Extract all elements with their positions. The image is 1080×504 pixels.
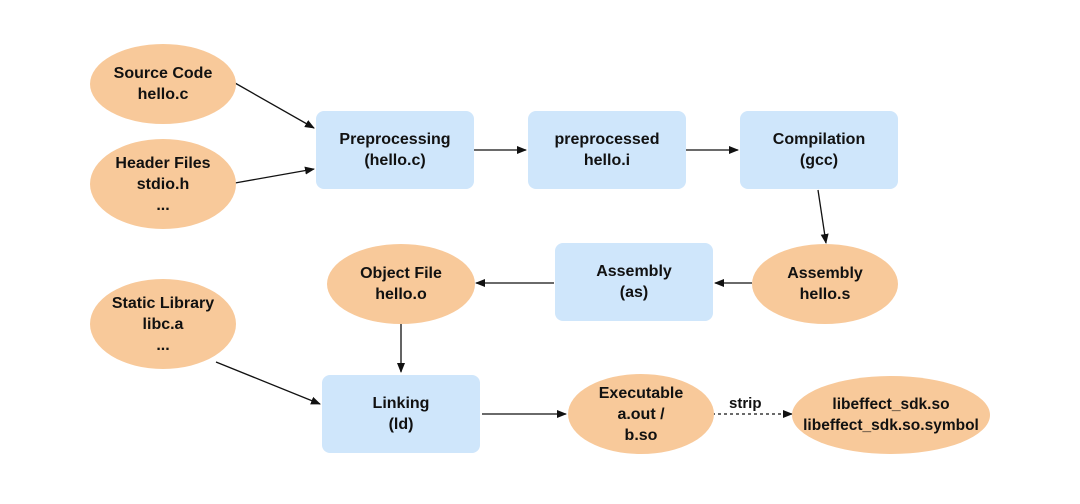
arrow-compilation-to-assembly-file [817,189,829,244]
source-code-node: Source Code hello.c [90,44,236,124]
node-label: hello.s [799,286,851,303]
node-label: libeffect_sdk.so.symbol [803,417,979,434]
node-label: Assembly [596,263,672,280]
compilation-node: Compilation (gcc) [740,111,898,189]
node-label: hello.o [375,286,427,303]
object-file-node: Object File hello.o [327,244,475,324]
node-label: (as) [619,284,649,301]
node-label: Preprocessing [339,131,451,148]
arrow-source-to-preprocessing [234,82,315,129]
node-label: Static Library [111,294,215,312]
assembly-step-node: Assembly (as) [555,243,713,321]
assembly-file-node: Assembly hello.s [752,244,898,324]
header-files-node: Header Files stdio.h ... [90,139,236,229]
node-label: Executable [598,384,684,402]
node-label: Source Code [113,65,213,82]
preprocessing-node: Preprocessing (hello.c) [316,111,474,189]
node-label: (gcc) [799,152,839,169]
preprocessed-node: preprocessed hello.i [528,111,686,189]
linking-node: Linking (ld) [322,375,480,453]
node-label: preprocessed [554,131,660,148]
node-label: (ld) [388,416,414,433]
node-label: (hello.c) [364,152,426,169]
arrow-header-to-preprocessing [234,166,315,184]
libeffect-sdk-node: libeffect_sdk.so libeffect_sdk.so.symbol [792,376,990,454]
executable-node: Executable a.out / b.so [568,374,714,454]
node-label: Linking [372,395,430,412]
node-label: Header Files [115,154,211,172]
node-label: hello.i [583,152,631,169]
node-label: Object File [360,265,442,282]
static-library-node: Static Library libc.a ... [90,279,236,369]
node-label: libc.a [142,315,184,333]
node-label: Assembly [787,265,863,282]
node-label: ... [156,196,170,214]
node-label: libeffect_sdk.so [832,396,950,413]
node-label: hello.c [137,86,189,103]
node-label: stdio.h [136,175,190,193]
strip-label: strip [729,395,762,412]
node-label: ... [156,336,170,354]
node-label: a.out / [617,405,665,423]
arrow-static-library-to-linking [215,361,321,405]
node-label: Compilation [772,131,866,148]
node-label: b.so [624,426,658,444]
